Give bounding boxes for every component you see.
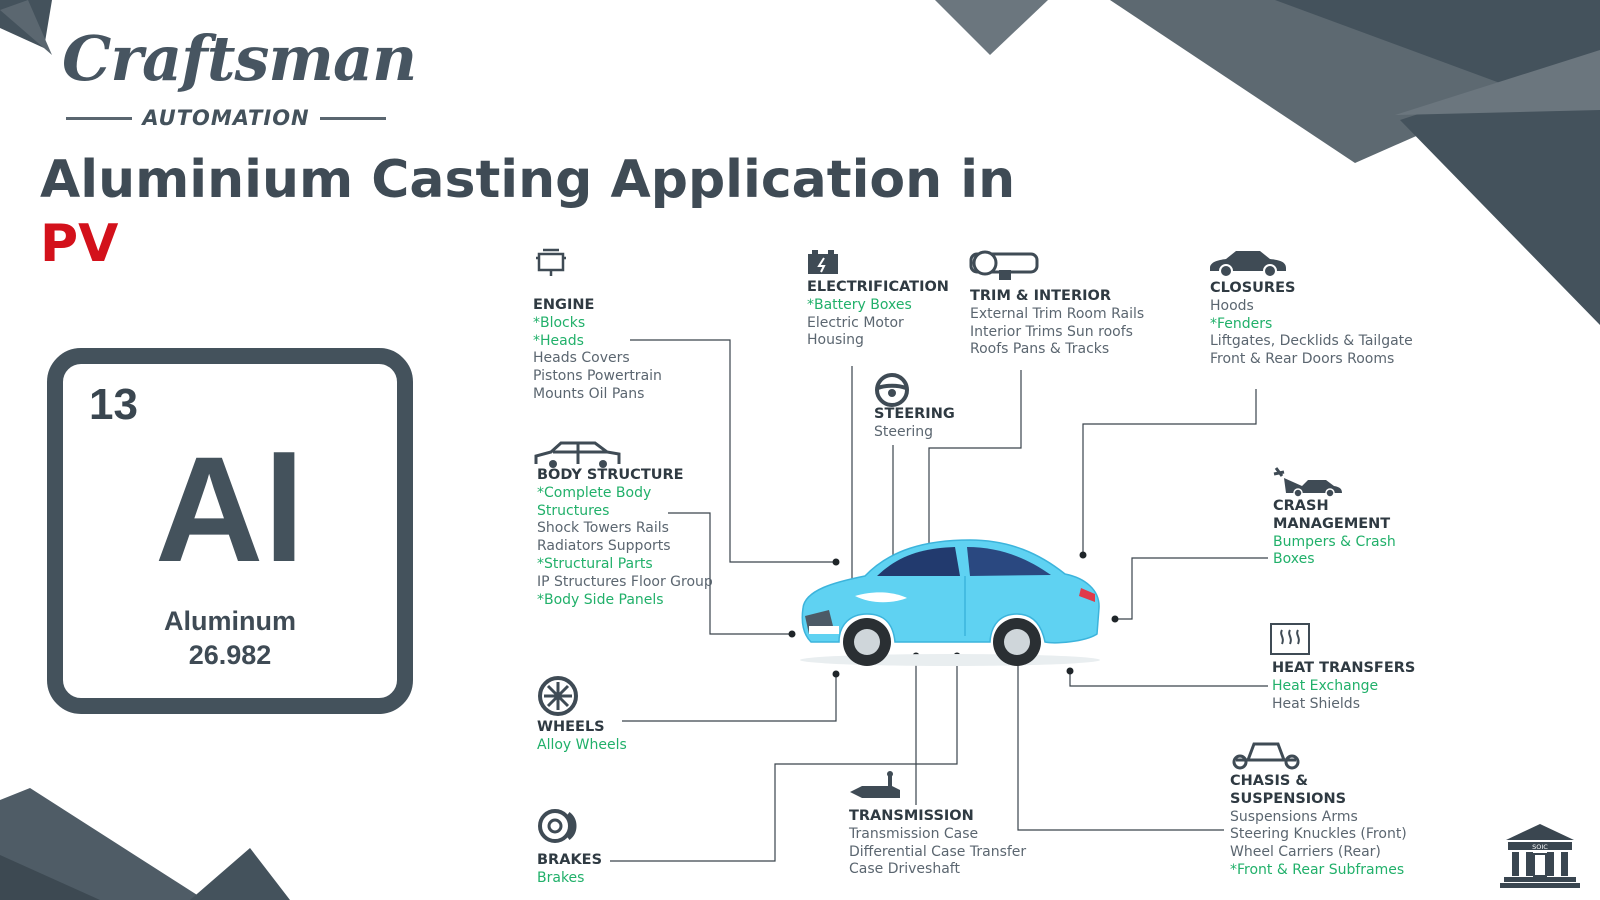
category-steering: STEERING Steering xyxy=(874,406,955,442)
category-item: Suspensions Arms xyxy=(1230,808,1358,825)
category-title: CHASIS &SUSPENSIONS xyxy=(1230,773,1407,809)
page-title-highlight: PV xyxy=(40,214,119,274)
dashboard-icon xyxy=(969,250,1039,280)
category-item: *Body Side Panels xyxy=(537,591,664,608)
chassis-title-line2: SUSPENSIONS xyxy=(1230,790,1347,807)
category-item: Mounts Oil Pans xyxy=(533,385,645,402)
wheel-icon xyxy=(538,676,578,716)
category-item: IP Structures Floor Group xyxy=(537,573,713,590)
category-title: CLOSURES xyxy=(1210,280,1296,296)
category-heat-transfers: HEAT TRANSFERS Heat Exchange Heat Shield… xyxy=(1272,660,1415,713)
periodic-element-card: 13 Al Aluminum 26.982 xyxy=(47,348,413,714)
element-symbol: Al xyxy=(155,425,305,593)
category-item: *Complete Body xyxy=(537,484,652,501)
crash-title-line2: MANAGEMENT xyxy=(1273,515,1391,532)
category-item: Transmission Case xyxy=(849,825,979,842)
chassis-icon xyxy=(1232,742,1300,770)
car-frame-icon xyxy=(534,441,621,468)
category-item: Structures xyxy=(537,502,610,519)
soic-label: SOIC xyxy=(1532,843,1548,851)
category-item: External Trim Room Rails xyxy=(970,305,1145,322)
car-illustration xyxy=(800,539,1100,666)
category-title: ENGINE xyxy=(533,297,595,313)
category-item: *Front & Rear Subframes xyxy=(1230,861,1405,878)
category-item: *Heads xyxy=(533,332,584,349)
category-chassis-suspensions: CHASIS &SUSPENSIONS Suspensions Arms Ste… xyxy=(1230,773,1407,880)
heat-icon xyxy=(1270,623,1310,655)
category-item: *Fenders xyxy=(1210,315,1273,332)
battery-icon xyxy=(808,250,838,274)
bank-building-icon: SOIC xyxy=(1500,824,1580,888)
element-name: Aluminum xyxy=(164,606,296,636)
category-title: BRAKES xyxy=(537,852,603,868)
crash-title-line1: CRASH xyxy=(1273,498,1329,514)
category-item: Interior Trims Sun roofs xyxy=(970,323,1133,340)
category-item: Heads Covers xyxy=(533,350,630,367)
category-item: Pistons Powertrain xyxy=(533,368,662,385)
brake-disc-icon xyxy=(538,809,577,843)
category-item: Shock Towers Rails xyxy=(537,520,669,537)
category-title: WHEELS xyxy=(537,719,605,735)
category-title: STEERING xyxy=(874,406,955,422)
category-item: Bumpers & Crash xyxy=(1273,533,1396,550)
category-item: Case Driveshaft xyxy=(849,861,960,878)
category-wheels: WHEELS Alloy Wheels xyxy=(537,719,627,755)
category-trim-interior: TRIM & INTERIOR External Trim Room Rails… xyxy=(970,288,1144,359)
category-brakes: BRAKES Brakes xyxy=(537,852,602,888)
atomic-mass: 26.982 xyxy=(188,640,272,670)
category-item: Radiators Supports xyxy=(537,538,671,555)
category-body-structure: BODY STRUCTURE *Complete Body Structures… xyxy=(537,467,713,609)
category-item: *Blocks xyxy=(533,314,586,331)
category-item: Heat Shields xyxy=(1272,695,1360,712)
tagline-rule-left xyxy=(66,116,133,120)
category-item: Hoods xyxy=(1210,297,1254,314)
category-engine: ENGINE *Blocks *Heads Heads Covers Pisto… xyxy=(533,297,662,404)
category-item: Roofs Pans & Tracks xyxy=(970,341,1110,358)
category-title: ELECTRIFICATION xyxy=(807,279,949,295)
steering-wheel-icon xyxy=(875,373,909,407)
tagline-rule-right xyxy=(319,116,386,120)
category-item: *Battery Boxes xyxy=(807,296,912,313)
category-transmission: TRANSMISSION Transmission Case Different… xyxy=(849,808,1026,879)
car-side-icon xyxy=(1210,251,1286,278)
category-closures: CLOSURES Hoods *Fenders Liftgates, Deckl… xyxy=(1210,280,1413,369)
category-item: Heat Exchange xyxy=(1272,677,1379,694)
category-item: *Structural Parts xyxy=(537,555,653,572)
category-item: Wheel Carriers (Rear) xyxy=(1230,844,1381,861)
transmission-icon xyxy=(850,771,900,798)
category-title: HEAT TRANSFERS xyxy=(1272,660,1416,676)
tagline-text: AUTOMATION xyxy=(142,106,310,130)
engine-icon xyxy=(536,248,566,276)
category-item: Front & Rear Doors Rooms xyxy=(1210,351,1395,368)
category-title: TRANSMISSION xyxy=(849,808,974,824)
category-item: Boxes xyxy=(1273,551,1315,568)
category-item: Electric Motor xyxy=(807,314,904,331)
category-electrification: ELECTRIFICATION *Battery Boxes Electric … xyxy=(807,279,949,350)
category-item: Brakes xyxy=(537,869,585,886)
atomic-number: 13 xyxy=(89,380,138,429)
brand-tagline: AUTOMATION xyxy=(66,106,386,130)
brand-logo: Craftsman xyxy=(62,22,417,95)
chassis-title-line1: CHASIS & xyxy=(1230,773,1308,789)
crash-car-icon xyxy=(1273,467,1342,498)
category-title: BODY STRUCTURE xyxy=(537,467,684,483)
category-item: Steering Knuckles (Front) xyxy=(1230,826,1407,843)
category-item: Liftgates, Decklids & Tailgate xyxy=(1210,333,1413,350)
category-item: Steering xyxy=(874,423,934,440)
category-item: Alloy Wheels xyxy=(537,736,627,753)
category-item: Differential Case Transfer xyxy=(849,843,1027,860)
category-item: Housing xyxy=(807,332,864,349)
category-title: TRIM & INTERIOR xyxy=(970,288,1111,304)
page-title: Aluminium Casting Application in xyxy=(40,150,1016,210)
